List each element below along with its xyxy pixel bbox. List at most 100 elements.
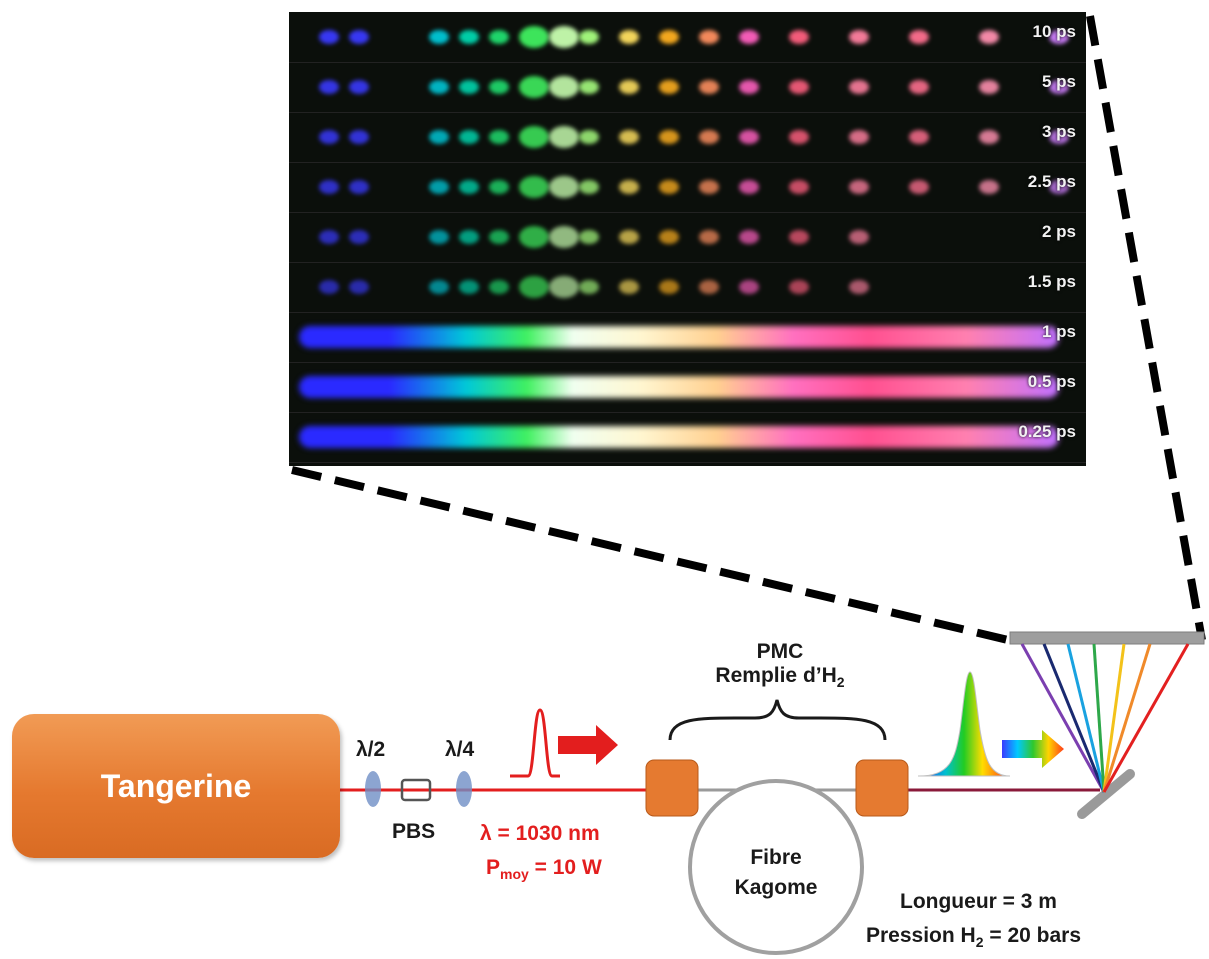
spectrum-strip: 2.5 ps — [289, 162, 1086, 213]
spectrum-strip: 1 ps — [289, 312, 1086, 363]
fibre-label: Fibre Kagome — [734, 846, 818, 899]
spectral-streak — [299, 326, 1059, 348]
dispersed-rays — [1020, 643, 1190, 793]
pulse-duration-label: 2 ps — [1041, 222, 1076, 241]
spectral-spot — [619, 80, 639, 94]
input-coupler — [645, 759, 699, 817]
pulse-duration-label: 0.25 ps — [1018, 422, 1076, 441]
spectral-spot — [429, 180, 449, 194]
spectral-spot — [979, 130, 999, 144]
spectral-spot — [579, 80, 599, 94]
spectral-spot — [459, 180, 479, 194]
raman-spectra-photo: 10 ps 5 ps 3 ps 2.5 ps 2 ps 1.5 ps 1 ps 0.5 ps 0… — [289, 12, 1086, 466]
tangerine-laser: Tangerine — [12, 714, 340, 858]
spectral-spot — [349, 280, 369, 294]
pressure-label: Pression H2 = 20 bars — [866, 924, 1081, 951]
pulse-duration-label: 3 ps — [1041, 122, 1076, 141]
half-wave-plate — [365, 771, 381, 807]
red-arrow — [558, 725, 618, 765]
spectral-spot — [849, 130, 869, 144]
spectral-spot — [849, 30, 869, 44]
spectral-spot — [429, 30, 449, 44]
pbs-cube — [400, 778, 432, 802]
spectral-spot — [909, 30, 929, 44]
spectral-spot — [459, 30, 479, 44]
spectral-spot — [699, 30, 719, 44]
spectrum-strip: 0.5 ps — [289, 362, 1086, 413]
spectral-spot — [739, 30, 759, 44]
spectral-spot — [319, 230, 339, 244]
spectral-spot — [619, 130, 639, 144]
spectral-spot — [549, 26, 579, 48]
spectral-spot — [659, 130, 679, 144]
spectral-spot — [549, 176, 579, 198]
spectrum-strip: 1.5 ps — [289, 262, 1086, 313]
output-pulse — [917, 671, 1011, 777]
spectral-spot — [739, 280, 759, 294]
mirror — [1077, 769, 1135, 819]
pulse-duration-label: 1.5 ps — [1027, 272, 1076, 291]
spectral-spot — [319, 180, 339, 194]
half-wave-label: λ/2 — [356, 738, 386, 761]
spectral-spot — [429, 80, 449, 94]
spectral-spot — [789, 80, 809, 94]
spectrum-strip: 10 ps — [289, 12, 1086, 63]
grating — [1009, 631, 1205, 645]
quarter-wave-label: λ/4 — [445, 738, 475, 761]
spectral-spot — [659, 80, 679, 94]
spectral-spot — [699, 130, 719, 144]
pulse-duration-label: 0.5 ps — [1027, 372, 1076, 391]
spectral-spot — [659, 30, 679, 44]
spectral-spot — [319, 30, 339, 44]
pmc-label: PMC Remplie d’H2 — [715, 640, 845, 691]
spectral-spot — [519, 276, 549, 298]
spectral-spot — [699, 80, 719, 94]
spectral-spot — [909, 80, 929, 94]
spectral-spot — [789, 230, 809, 244]
spectral-spot — [619, 230, 639, 244]
spectral-spot — [519, 176, 549, 198]
spectral-spot — [429, 230, 449, 244]
spectral-spot — [429, 130, 449, 144]
spectral-spot — [519, 76, 549, 98]
spectral-spot — [849, 280, 869, 294]
spectral-spot — [349, 230, 369, 244]
spectral-spot — [349, 130, 369, 144]
spectral-spot — [349, 30, 369, 44]
spectral-spot — [699, 280, 719, 294]
spectral-spot — [979, 180, 999, 194]
pulse-duration-label: 5 ps — [1041, 72, 1076, 91]
spectral-spot — [739, 180, 759, 194]
spectral-spot — [549, 76, 579, 98]
spectral-spot — [349, 180, 369, 194]
spectral-spot — [849, 80, 869, 94]
spectrum-strip: 2 ps — [289, 212, 1086, 263]
spectral-spot — [519, 26, 549, 48]
spectral-spot — [489, 230, 509, 244]
spectral-spot — [789, 180, 809, 194]
spectral-spot — [489, 30, 509, 44]
spectral-spot — [459, 80, 479, 94]
spectral-spot — [659, 230, 679, 244]
zoom-dash-left — [291, 466, 1009, 644]
spectral-spot — [579, 180, 599, 194]
spectral-spot — [519, 226, 549, 248]
spectral-spot — [459, 230, 479, 244]
spectrum-strip: 3 ps — [289, 112, 1086, 163]
spectral-spot — [739, 230, 759, 244]
spectral-spot — [909, 180, 929, 194]
spectral-spot — [619, 180, 639, 194]
spectral-spot — [319, 280, 339, 294]
fibre-coil — [688, 779, 864, 955]
wavelength-label: λ = 1030 nm — [480, 822, 600, 845]
laser-label: Tangerine — [100, 767, 252, 804]
pbs-label: PBS — [392, 820, 436, 843]
quarter-wave-plate — [456, 771, 472, 807]
spectral-spot — [1049, 180, 1069, 194]
spectral-streak — [299, 376, 1059, 398]
spectral-spot — [549, 126, 579, 148]
spectral-spot — [459, 280, 479, 294]
spectral-spot — [1049, 130, 1069, 144]
spectral-spot — [579, 280, 599, 294]
